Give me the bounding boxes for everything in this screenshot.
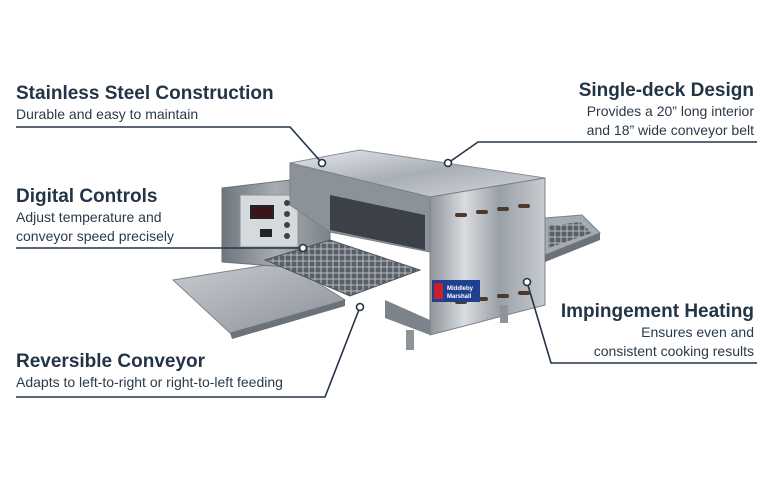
feature-description: Provides a 20” long interior <box>586 103 754 119</box>
feature-title: Reversible Conveyor <box>16 351 206 372</box>
feature-stainless-steel: Stainless Steel Construction Durable and… <box>16 83 274 124</box>
oven-front-panel <box>429 177 546 336</box>
callout-dots <box>298 158 532 312</box>
feature-description: and 18” wide conveyor belt <box>586 122 754 138</box>
feature-single-deck: Single-deck Design Provides a 20” long i… <box>579 80 754 140</box>
feature-title: Stainless Steel Construction <box>16 83 274 104</box>
feature-title: Impingement Heating <box>560 301 754 322</box>
callout-lines <box>16 126 757 398</box>
conveyor-belt <box>263 239 422 297</box>
oven-leg <box>406 330 414 350</box>
callout-line-impingement <box>526 281 757 364</box>
feature-title: Digital Controls <box>16 186 158 207</box>
feature-description: Durable and easy to maintain <box>16 106 199 122</box>
feature-description: consistent cooking results <box>593 343 754 359</box>
brand-plate <box>432 280 480 302</box>
feature-reversible-conveyor: Reversible Conveyor Adapts to left-to-ri… <box>16 351 283 392</box>
feature-description: Ensures even and <box>641 324 754 340</box>
callout-line-stainless <box>16 126 323 164</box>
feature-description: Adapts to left-to-right or right-to-left… <box>16 374 283 390</box>
feature-impingement-heating: Impingement Heating Ensures even and con… <box>561 301 754 361</box>
callout-line-reversible <box>16 306 361 398</box>
feature-description: conveyor speed precisely <box>16 228 174 244</box>
brand-line-1: Middleby <box>447 286 474 292</box>
feature-description: Adjust temperature and <box>16 209 162 225</box>
feature-title: Single-deck Design <box>578 80 754 101</box>
brand-line-2: Marshall <box>447 294 472 300</box>
feature-digital-controls: Digital Controls Adjust temperature and … <box>16 186 174 246</box>
callout-line-single <box>447 141 757 164</box>
